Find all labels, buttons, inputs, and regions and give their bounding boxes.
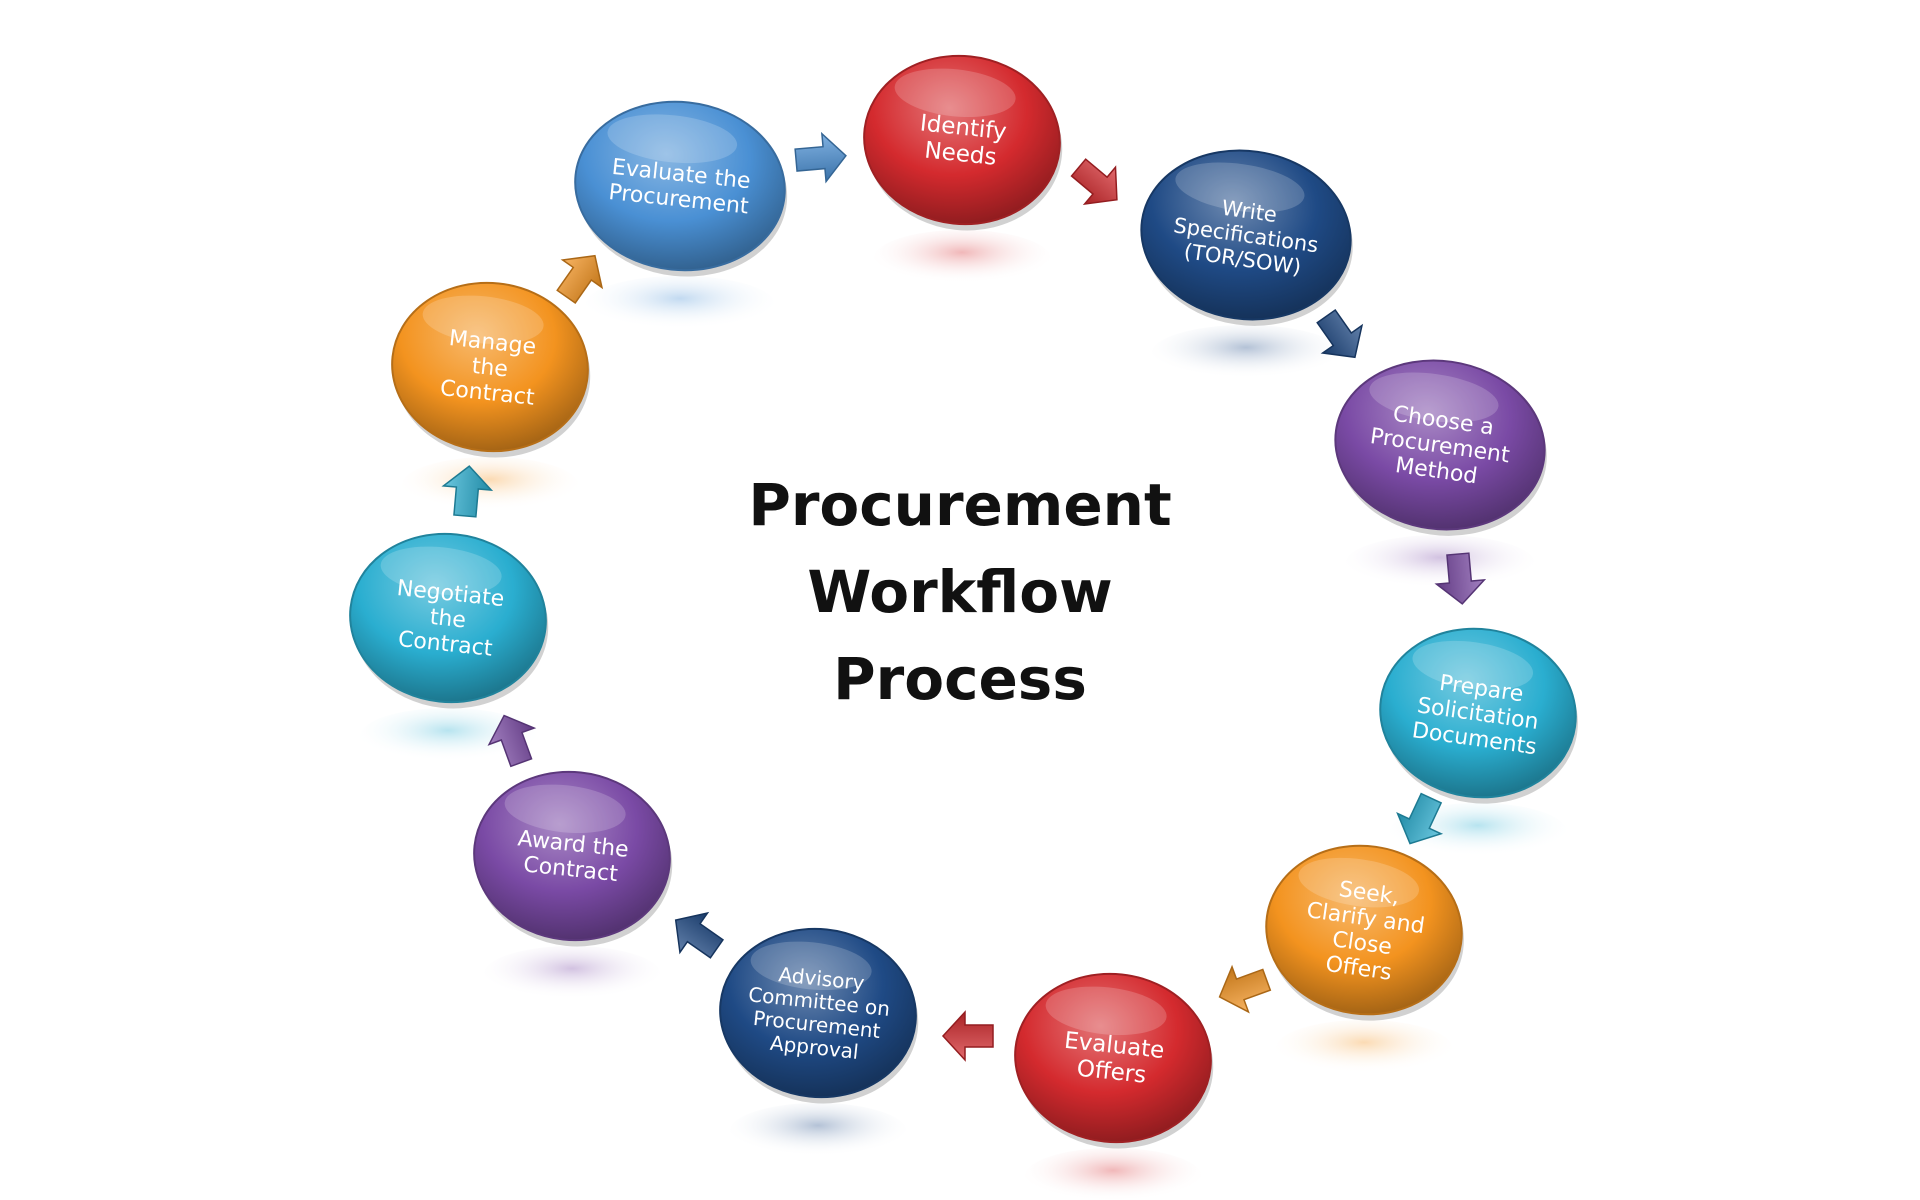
choose-procurement-method-gloss	[1369, 372, 1499, 423]
diagram-title: Procurement Workflow Process	[748, 471, 1171, 713]
choose-procurement-method-bubble	[1334, 359, 1546, 531]
arrows-layer	[441, 131, 1487, 1062]
flow-arrow-icon	[1434, 552, 1487, 605]
flow-arrow-icon	[1070, 158, 1118, 205]
manage-contract-bubble	[391, 281, 589, 453]
manage-contract-reflection	[401, 457, 579, 513]
award-contract-reflection	[483, 946, 661, 1002]
title-line-3: Process	[833, 645, 1087, 713]
negotiate-contract-label-line: the	[429, 605, 468, 634]
title-line-1: Procurement	[748, 471, 1171, 539]
manage-contract-label-line: the	[471, 354, 510, 383]
seek-clarify-close-offers-reflection	[1275, 1020, 1453, 1076]
write-specifications-gloss	[1175, 162, 1305, 213]
identify-needs-bubble	[863, 54, 1061, 226]
evaluate-offers-bubble	[1014, 972, 1212, 1144]
flow-arrow-icon	[441, 465, 494, 518]
flow-arrow-icon	[674, 911, 725, 959]
seek-clarify-close-offers-gloss	[1298, 857, 1420, 908]
manage-contract-gloss	[422, 295, 544, 345]
advisory-committee-approval-reflection	[729, 1103, 907, 1159]
seek-clarify-close-offers-bubble	[1265, 844, 1463, 1016]
award-contract-gloss	[504, 784, 626, 834]
title-line-2: Workflow	[807, 558, 1112, 626]
prepare-solicitation-documents-gloss	[1412, 640, 1534, 691]
choose-procurement-method-reflection	[1345, 535, 1535, 591]
flow-arrow-icon	[1396, 792, 1444, 845]
flow-arrow-icon	[1316, 308, 1364, 359]
evaluate-offers-gloss	[1045, 986, 1167, 1036]
award-contract-bubble	[473, 770, 671, 942]
write-specifications-reflection	[1151, 325, 1341, 381]
flow-arrow-icon	[487, 714, 537, 768]
evaluate-procurement-bubble	[574, 100, 786, 272]
identify-needs-reflection	[873, 230, 1051, 286]
evaluate-offers-reflection	[1024, 1148, 1202, 1200]
evaluate-procurement-gloss	[607, 114, 738, 164]
reflections-layer	[359, 230, 1567, 1200]
flow-arrow-icon	[556, 254, 604, 305]
steps-layer: IdentifyNeedsWriteSpecifications(TOR/SOW…	[349, 54, 1578, 1149]
flow-arrow-icon	[794, 131, 847, 184]
evaluate-procurement-reflection	[585, 276, 775, 332]
prepare-solicitation-documents-bubble	[1379, 627, 1577, 799]
flow-arrow-icon	[941, 1010, 994, 1062]
advisory-committee-approval-gloss	[750, 941, 872, 991]
identify-needs-gloss	[894, 68, 1016, 118]
advisory-committee-approval-bubble	[719, 927, 917, 1099]
negotiate-contract-gloss	[380, 546, 502, 596]
write-specifications-bubble	[1140, 149, 1352, 321]
negotiate-contract-reflection	[359, 708, 537, 764]
flow-arrow-icon	[1218, 964, 1272, 1014]
negotiate-contract-bubble	[349, 532, 547, 704]
